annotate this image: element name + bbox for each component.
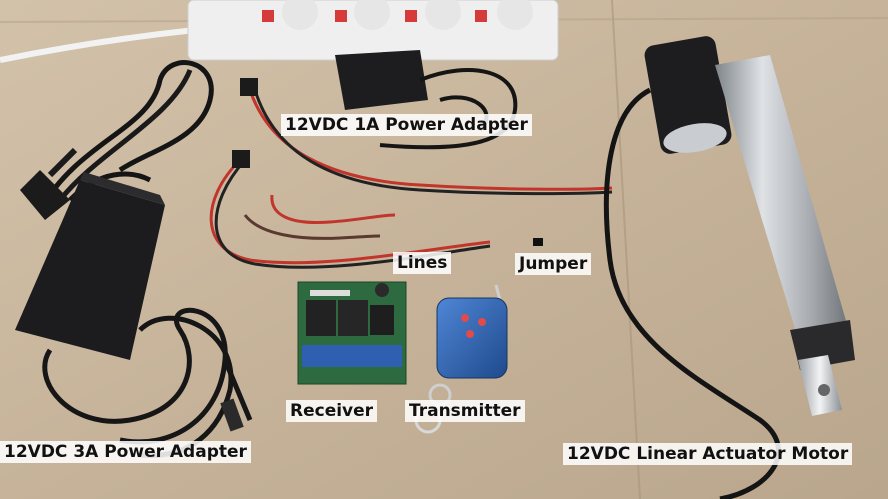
label-linear-actuator-motor: 12VDC Linear Actuator Motor (563, 443, 853, 465)
label-jumper: Jumper (515, 253, 592, 275)
label-lines: Lines (393, 252, 452, 274)
cardboard-seam (611, 0, 641, 499)
label-power-adapter-1a: 12VDC 1A Power Adapter (281, 114, 532, 136)
linear-actuator (603, 36, 855, 499)
label-transmitter: Transmitter (405, 400, 525, 422)
label-receiver: Receiver (286, 400, 378, 422)
receiver-board (297, 281, 407, 385)
power-strip (0, 0, 559, 63)
label-power-adapter-3a: 12VDC 3A Power Adapter (0, 441, 251, 463)
power-adapter-3a (15, 60, 253, 459)
